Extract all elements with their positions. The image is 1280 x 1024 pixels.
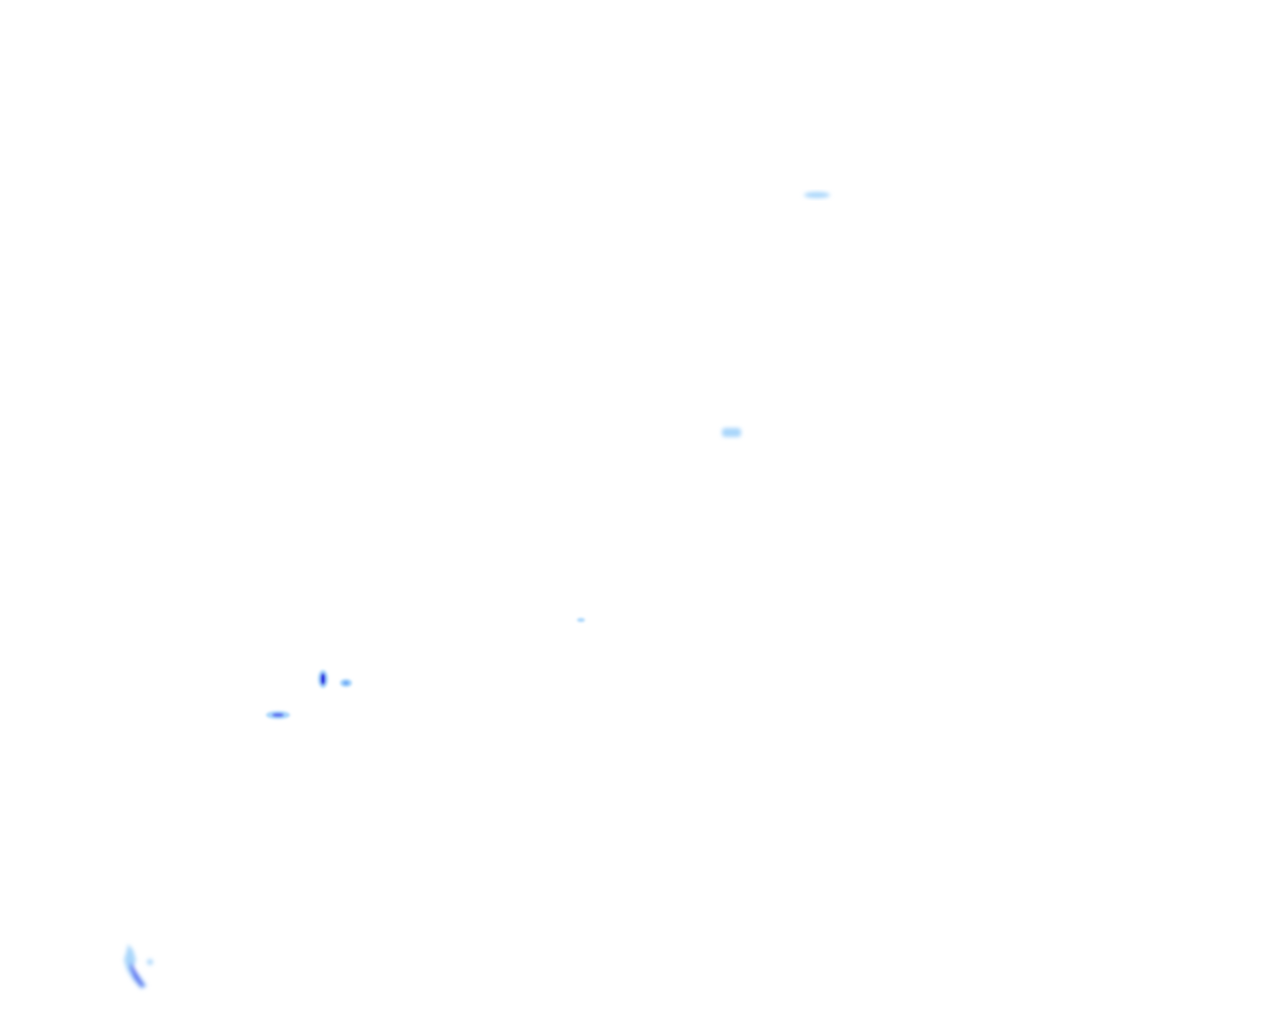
echo-small-cell	[340, 679, 352, 687]
echo-center	[722, 428, 741, 437]
echo-small-center	[577, 618, 585, 622]
echo-top-right	[804, 192, 830, 198]
echo-intense-cell	[318, 670, 328, 688]
echo-bottom-left	[124, 944, 153, 989]
echo-band-left	[266, 711, 290, 719]
